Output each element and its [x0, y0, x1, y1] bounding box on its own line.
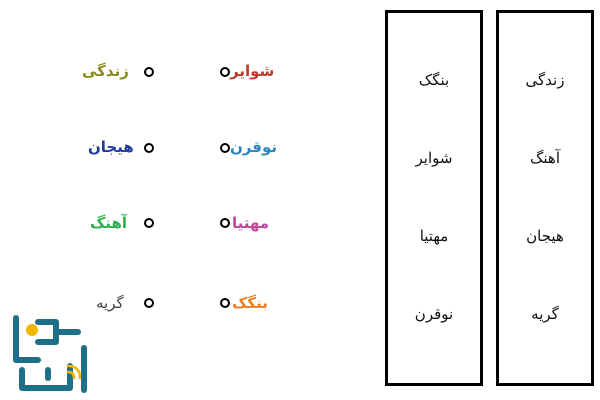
column-b-word-3: هیجان: [526, 227, 564, 245]
logo-globe-icon: [26, 324, 38, 336]
column-a-word-2: شوایر: [415, 149, 453, 167]
right-bullet-3: [220, 218, 230, 228]
column-a-word-1: بنگک: [418, 71, 450, 89]
left-word-1: زندگی: [82, 62, 129, 80]
left-word-2: هیجان: [88, 138, 134, 156]
column-b-word-1: زندگی: [525, 71, 565, 89]
left-bullet-4: [144, 298, 154, 308]
word-column-b: زندگی آهنگ هیجان گریه: [496, 10, 594, 386]
left-bullet-3: [144, 218, 154, 228]
column-a-word-3: مهتیا: [419, 227, 449, 245]
brand-logo: [13, 315, 87, 393]
left-bullet-2: [144, 143, 154, 153]
right-word-2: نوقرن: [230, 138, 277, 156]
left-word-4: گریه: [96, 294, 124, 312]
right-word-4: بنگک: [232, 294, 268, 312]
right-word-3: مهتیا: [232, 214, 270, 232]
left-word-3: آهنگ: [90, 214, 128, 232]
column-b-word-2: آهنگ: [529, 149, 561, 167]
word-column-a: بنگک شوایر مهتیا نوقرن: [385, 10, 483, 386]
column-a-word-4: نوقرن: [414, 305, 454, 323]
right-word-1: شوایر: [230, 62, 275, 80]
column-b-word-4: گریه: [531, 305, 559, 323]
right-bullet-4: [220, 298, 230, 308]
logo-signal-icon: [66, 364, 82, 380]
right-bullet-1: [220, 67, 230, 77]
left-bullet-1: [144, 67, 154, 77]
right-bullet-2: [220, 143, 230, 153]
